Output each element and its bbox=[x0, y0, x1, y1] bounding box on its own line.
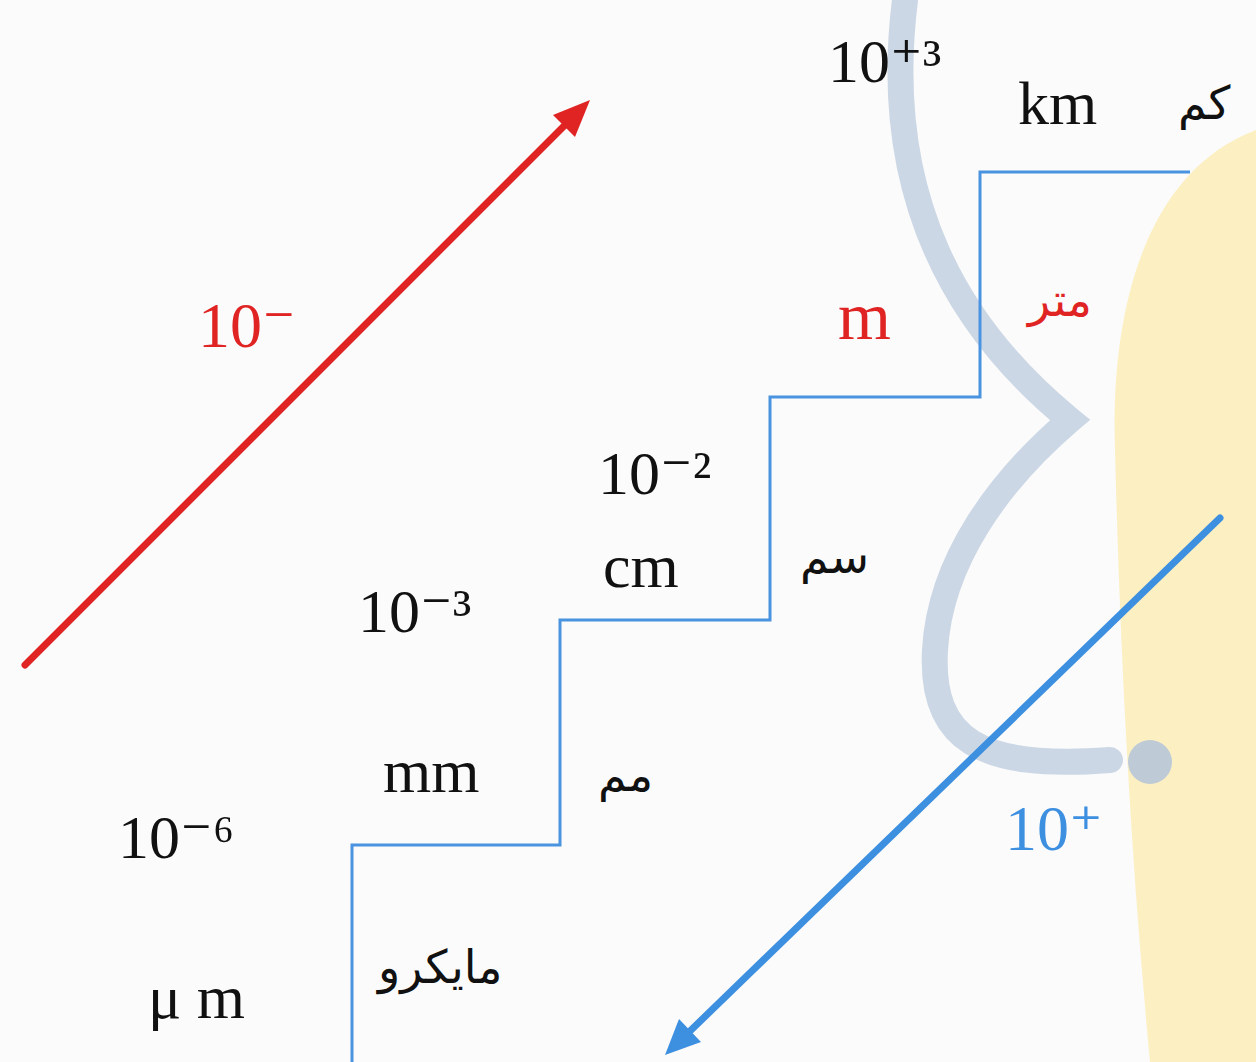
arrow-head bbox=[553, 100, 590, 137]
direction-label: 10⁻ bbox=[198, 294, 296, 358]
staircase-line bbox=[352, 172, 1190, 1062]
unit-symbol: μ m bbox=[148, 966, 245, 1028]
arabic-unit: سم bbox=[800, 534, 869, 580]
arabic-unit: مايكرو bbox=[378, 944, 502, 990]
unit-symbol: km bbox=[1018, 72, 1097, 134]
arrow-head bbox=[665, 1019, 701, 1055]
atom-orbit bbox=[900, 0, 1110, 762]
power-label: 10⁻⁶ bbox=[118, 806, 234, 868]
arabic-unit: متر bbox=[1028, 277, 1092, 323]
down-arrow bbox=[688, 518, 1220, 1033]
power-label: 10⁻³ bbox=[358, 580, 471, 642]
arabic-unit: مم bbox=[598, 752, 653, 798]
up-arrow bbox=[25, 122, 568, 665]
power-label: 10⁻² bbox=[598, 442, 711, 504]
atom-nucleus bbox=[1128, 740, 1172, 784]
unit-symbol: m bbox=[838, 282, 891, 350]
direction-label: 10⁺ bbox=[1005, 797, 1103, 861]
unit-symbol: mm bbox=[383, 740, 479, 802]
power-label: 10⁺³ bbox=[828, 30, 941, 92]
unit-symbol: cm bbox=[603, 535, 679, 597]
arabic-unit: كم bbox=[1178, 80, 1231, 126]
